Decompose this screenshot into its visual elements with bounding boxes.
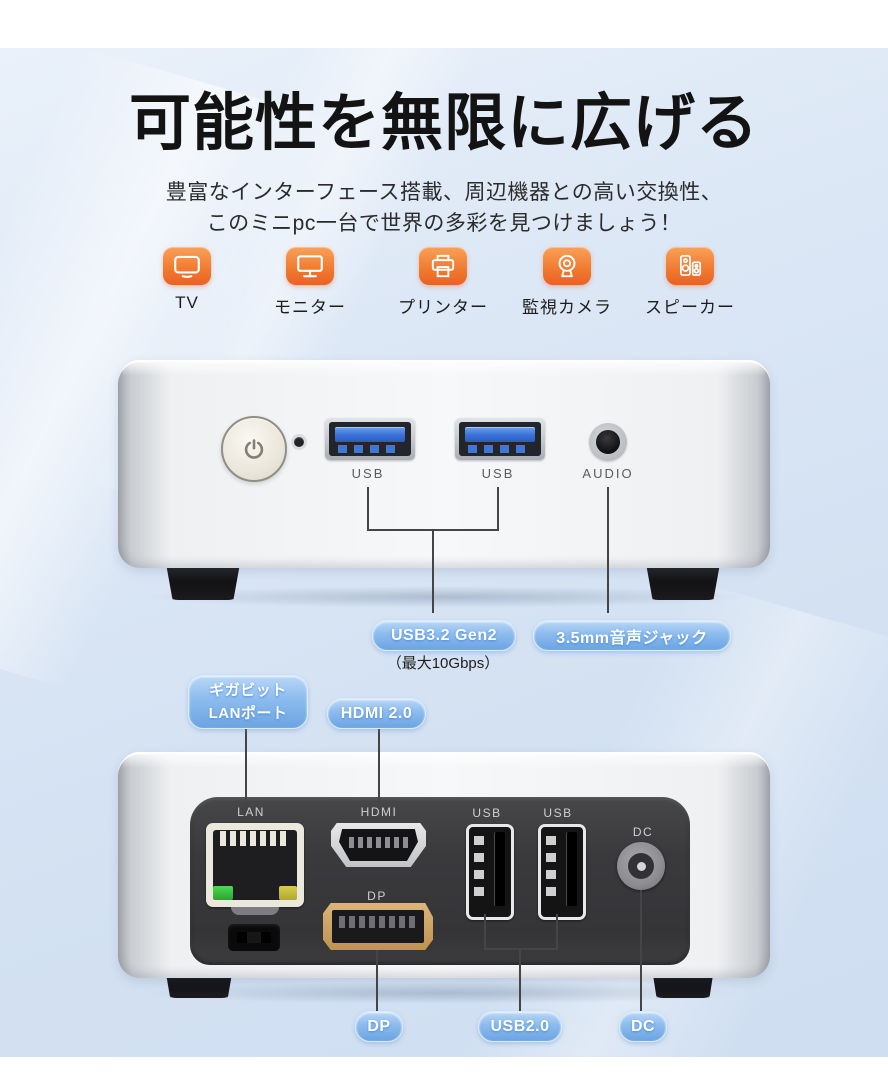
audio-jack-hole [596,430,620,454]
lan-led-green [213,886,233,900]
lan-port [206,823,304,907]
hdmi-port-pins [349,837,408,848]
mini-pc-front-view [118,360,770,568]
callout-line-dc [640,890,642,1012]
peripheral-label: モニター [274,298,346,317]
power-button [221,416,287,482]
tv-icon [163,247,211,285]
subtitle-line-1: 豊富なインターフェース搭載、周辺機器との高い交換性、 [165,181,723,204]
usb-port-tongue [335,427,405,442]
peripheral-monitor: モニター [248,247,372,318]
webcam-icon [543,247,591,285]
callout-hdmi: HDMI 2.0 [327,698,426,729]
speaker-icon [666,247,714,285]
callout-line-lan [245,727,247,805]
printer-icon [419,247,467,285]
callout-line-rear-usb-bracket [484,948,558,950]
usb-port-contacts [474,836,484,902]
rear-device-shadow [140,982,750,1004]
dp-port-pins [339,916,417,928]
page-subtitle: 豊富なインターフェース搭載、周辺機器との高い交換性、 このミニpc一台で世界の多… [0,177,888,239]
power-led [294,437,304,447]
callout-lan-line1: ギガビット [209,682,287,699]
callout-line-usb-stem [432,529,434,613]
usb-port-contacts [468,445,532,453]
rear-usb-label-1: USB [472,806,502,820]
callout-line-rear-usb-stem [519,948,521,1012]
callout-usb32gen2: USB3.2 Gen2 [372,620,516,651]
usb-port-tongue [465,427,535,442]
rear-dc-label: DC [632,825,654,839]
lan-led-yellow [279,886,297,900]
callout-line-rear-usb2 [556,914,558,948]
callout-line-usb1 [367,487,369,529]
peripheral-label: スピーカー [645,298,735,317]
callout-line-audio [607,487,609,613]
peripheral-label: プリンター [398,298,488,317]
callout-lan: ギガビット LANポート [188,675,308,729]
rear-dp-label: DP [367,889,387,903]
audio-jack [589,423,627,461]
kensington-slot-opening [237,932,271,943]
kensington-lock-slot [228,924,280,951]
callout-dp: DP [355,1011,403,1042]
peripheral-label: 監視カメラ [522,298,612,317]
callout-dc: DC [619,1011,667,1042]
front-usb3-port-1 [325,418,415,460]
callout-line-rear-usb1 [484,914,486,948]
rear-usb-label-2: USB [543,806,573,820]
usb-port-tongue [494,832,505,906]
displayport-port [323,903,433,950]
callout-lan-line2: LANポート [208,705,288,722]
callout-audio-jack: 3.5mm音声ジャック [533,620,731,651]
power-icon [244,439,264,459]
rear-usb2-port-1 [466,824,514,920]
front-usb3-port-2 [455,418,545,460]
peripheral-printer: プリンター [381,247,505,318]
peripheral-label: TV [175,293,199,312]
peripheral-camera: 監視カメラ [505,247,629,318]
usb-port-contacts [338,445,402,453]
page-title: 可能性を無限に広げる [128,89,759,158]
usb-port-tongue [566,832,577,906]
rear-lan-label: LAN [237,805,265,819]
hdmi-port [331,823,426,867]
usb-port-contacts [546,836,556,902]
front-device-shadow [140,586,750,608]
front-audio-label: AUDIO [582,466,634,481]
front-usb-label-2: USB [481,466,515,481]
callout-usb32gen2-sub: （最大10Gbps） [386,655,500,672]
lan-port-pins [220,831,290,846]
subtitle-line-2: このミニpc一台で世界の多彩を見つけましょう！ [206,212,682,235]
dc-jack-pin [636,861,646,871]
rear-usb2-port-2 [538,824,586,920]
rear-hdmi-label: HDMI [360,805,398,819]
peripheral-tv: TV [125,247,249,313]
peripheral-speaker: スピーカー [628,247,752,318]
callout-line-usb2 [497,487,499,529]
monitor-icon [286,247,334,285]
callout-line-dp [376,950,378,1012]
front-usb-label-1: USB [351,466,385,481]
dc-power-jack [617,842,665,890]
callout-usb20: USB2.0 [478,1011,562,1042]
callout-line-hdmi [378,727,380,805]
lan-port-latch [231,907,279,915]
